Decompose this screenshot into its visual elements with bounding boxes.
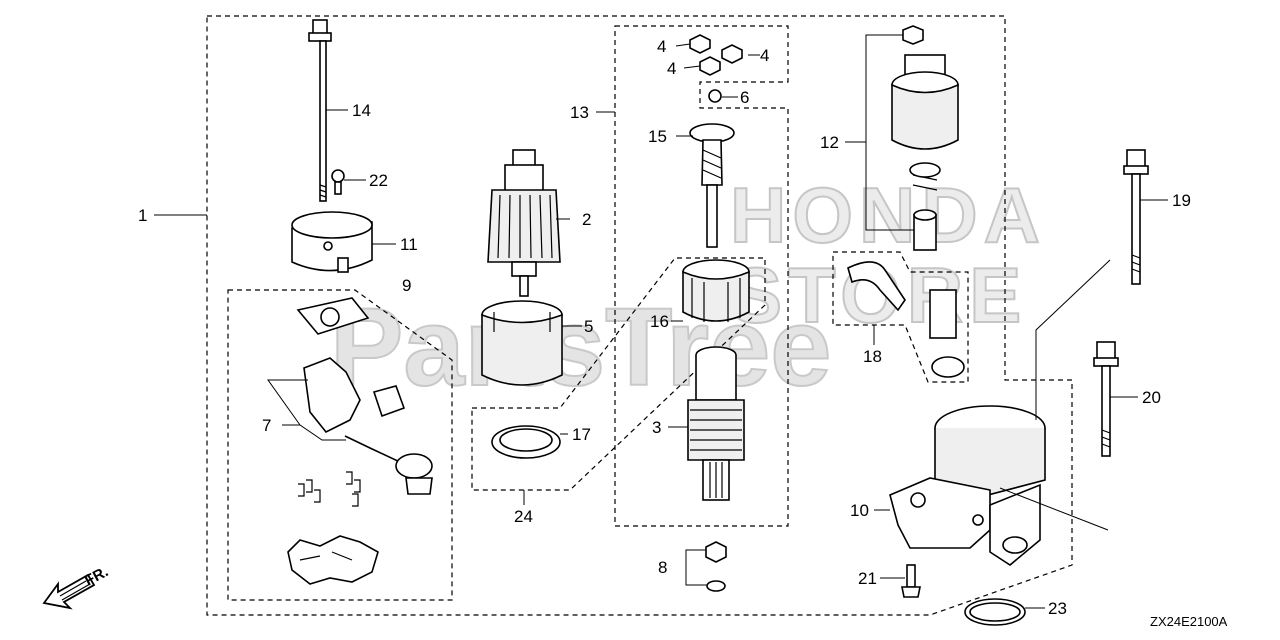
callout-23: 23 — [1048, 599, 1067, 618]
callout-14: 14 — [352, 101, 371, 120]
assembly-outline-13 — [614, 25, 789, 527]
callout-15: 15 — [648, 127, 667, 146]
callout-12: 12 — [820, 133, 839, 152]
diagram-code: ZX24E2100A — [1150, 614, 1228, 629]
part-11-rear-cover — [291, 211, 373, 273]
callout-3: 3 — [652, 418, 661, 437]
callout-9: 9 — [402, 276, 411, 295]
callout-1: 1 — [138, 206, 147, 225]
callout-5: 5 — [584, 317, 593, 336]
leader-lines — [154, 34, 1168, 609]
part-18-lever-kit — [847, 261, 965, 378]
part-22-screw — [331, 169, 345, 195]
callout-17: 17 — [572, 425, 591, 444]
callout-13: 13 — [570, 103, 589, 122]
part-12-solenoid — [891, 25, 959, 251]
part-5-yoke — [481, 300, 563, 386]
callout-21: 21 — [858, 569, 877, 588]
part-2-armature — [487, 149, 561, 297]
part-3-pinion — [687, 346, 745, 501]
part-8-nut-washer — [705, 541, 727, 592]
callout-2: 2 — [582, 210, 591, 229]
watermark-line-honda: HONDA — [730, 171, 1046, 259]
callout-16: 16 — [650, 312, 669, 331]
part-9-brush-holder-assembly — [287, 297, 433, 585]
callout-18: 18 — [863, 347, 882, 366]
part-14-bolt — [308, 19, 332, 202]
assembly-outline-24 — [471, 257, 766, 491]
callout-24: 24 — [514, 507, 533, 526]
part-4-nuts — [689, 34, 743, 76]
part-23-o-ring — [964, 598, 1026, 626]
part-19-bolt — [1123, 149, 1149, 285]
part-15-shaft — [689, 123, 735, 248]
front-direction-indicator: FR. — [42, 563, 111, 610]
callout-19: 19 — [1172, 191, 1191, 210]
callout-4b: 4 — [760, 46, 769, 65]
callout-11: 11 — [400, 235, 418, 254]
callout-4a: 4 — [657, 37, 666, 56]
part-20-bolt — [1093, 341, 1119, 457]
callout-20: 20 — [1142, 388, 1161, 407]
part-21-screw — [901, 564, 921, 598]
callout-labels: 1 2 3 4 4 4 5 6 7 8 9 10 11 12 13 14 15 … — [138, 37, 1191, 618]
assembly-outline-main — [206, 15, 1073, 616]
watermark-partstree: PartsTree — [330, 286, 831, 409]
callout-7: 7 — [262, 416, 271, 435]
part-6-ball — [708, 89, 722, 103]
part-16-ring-gear — [682, 259, 750, 322]
callout-4c: 4 — [667, 59, 676, 78]
part-10-front-housing — [889, 405, 1046, 566]
assembly-outline-18 — [832, 251, 969, 383]
part-17-snap-ring — [491, 425, 561, 459]
callout-8: 8 — [658, 558, 667, 577]
callout-10: 10 — [850, 501, 869, 520]
callout-22: 22 — [369, 171, 388, 190]
callout-6: 6 — [740, 88, 749, 107]
